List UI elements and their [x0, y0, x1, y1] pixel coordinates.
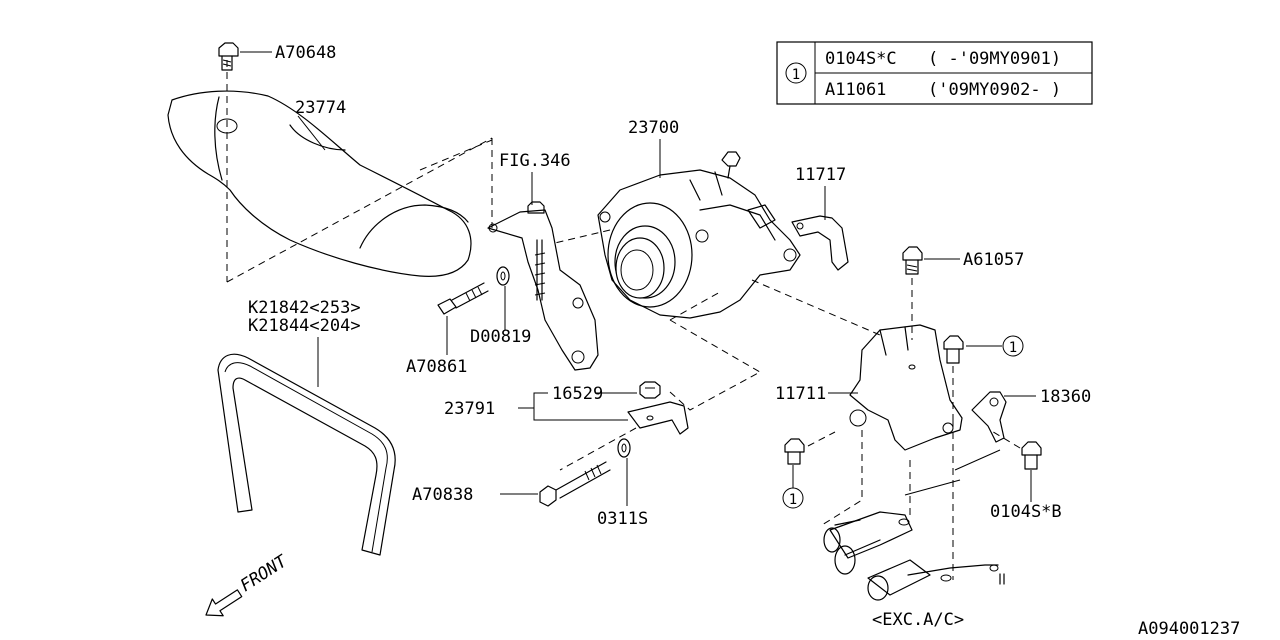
bolt-a70838	[539, 461, 611, 507]
bolt-0104sb	[1021, 441, 1042, 470]
legend-row-1-range: ( -'09MY0901)	[928, 49, 1061, 69]
bolt-a61057	[902, 246, 923, 275]
label-a61057: A61057	[963, 250, 1024, 270]
label-d00819: D00819	[470, 327, 531, 347]
label-11717: 11717	[795, 165, 846, 185]
label-11711: 11711	[775, 384, 826, 404]
legend-table: 1 0104S*C ( -'09MY0901) A11061 ('09MY090…	[776, 41, 1093, 105]
label-23774: 23774	[295, 98, 346, 118]
diagram-id: A094001237	[1138, 619, 1240, 639]
bolt-a70861	[437, 282, 489, 315]
label-0104sb: 0104S*B	[990, 502, 1062, 522]
label-a70861: A70861	[406, 357, 467, 377]
label-a70648: A70648	[275, 43, 336, 63]
label-front: FRONT	[237, 551, 292, 597]
label-0311s: 0311S	[597, 509, 648, 529]
nut-16529	[639, 381, 661, 399]
label-23791: 23791	[444, 399, 495, 419]
label-a70838: A70838	[412, 485, 473, 505]
bracket-11711	[849, 324, 963, 451]
alternator-cover-23774	[167, 90, 472, 277]
plate-23791	[627, 401, 689, 435]
label-23700: 23700	[628, 118, 679, 138]
label-k21844: K21844<204>	[248, 316, 361, 336]
front-direction-arrow-icon	[205, 589, 243, 617]
plate-18360	[971, 391, 1007, 443]
label-18360: 18360	[1040, 387, 1091, 407]
alternator-23700	[597, 151, 801, 319]
legend-row-1-code: 0104S*C	[825, 49, 897, 69]
legend-marker: 1	[792, 67, 800, 83]
label-fig346: FIG.346	[499, 151, 571, 171]
label-16529: 16529	[552, 384, 603, 404]
legend-row-2-code: A11061	[825, 80, 886, 100]
exc-ac-assembly	[823, 449, 1005, 601]
callout-1-upper: 1	[1009, 340, 1017, 356]
bolt-callout-1-upper	[943, 335, 964, 364]
adjusting-bracket	[487, 201, 599, 371]
callout-1-lower: 1	[789, 492, 797, 508]
label-exc-ac: <EXC.A/C>	[872, 610, 964, 630]
bolt-a70648	[218, 42, 239, 71]
washer-0311s	[617, 438, 631, 458]
circled-number-icon	[1002, 335, 1024, 357]
bracket-11717	[791, 215, 849, 271]
circled-number-icon	[785, 62, 807, 84]
v-belt	[217, 353, 396, 556]
washer-d00819	[496, 266, 510, 286]
bolt-callout-1-lower	[784, 438, 805, 465]
label-k21842: K21842<253>	[248, 298, 361, 318]
circled-number-icon	[782, 487, 804, 509]
legend-row-2-range: ('09MY0902- )	[928, 80, 1061, 100]
